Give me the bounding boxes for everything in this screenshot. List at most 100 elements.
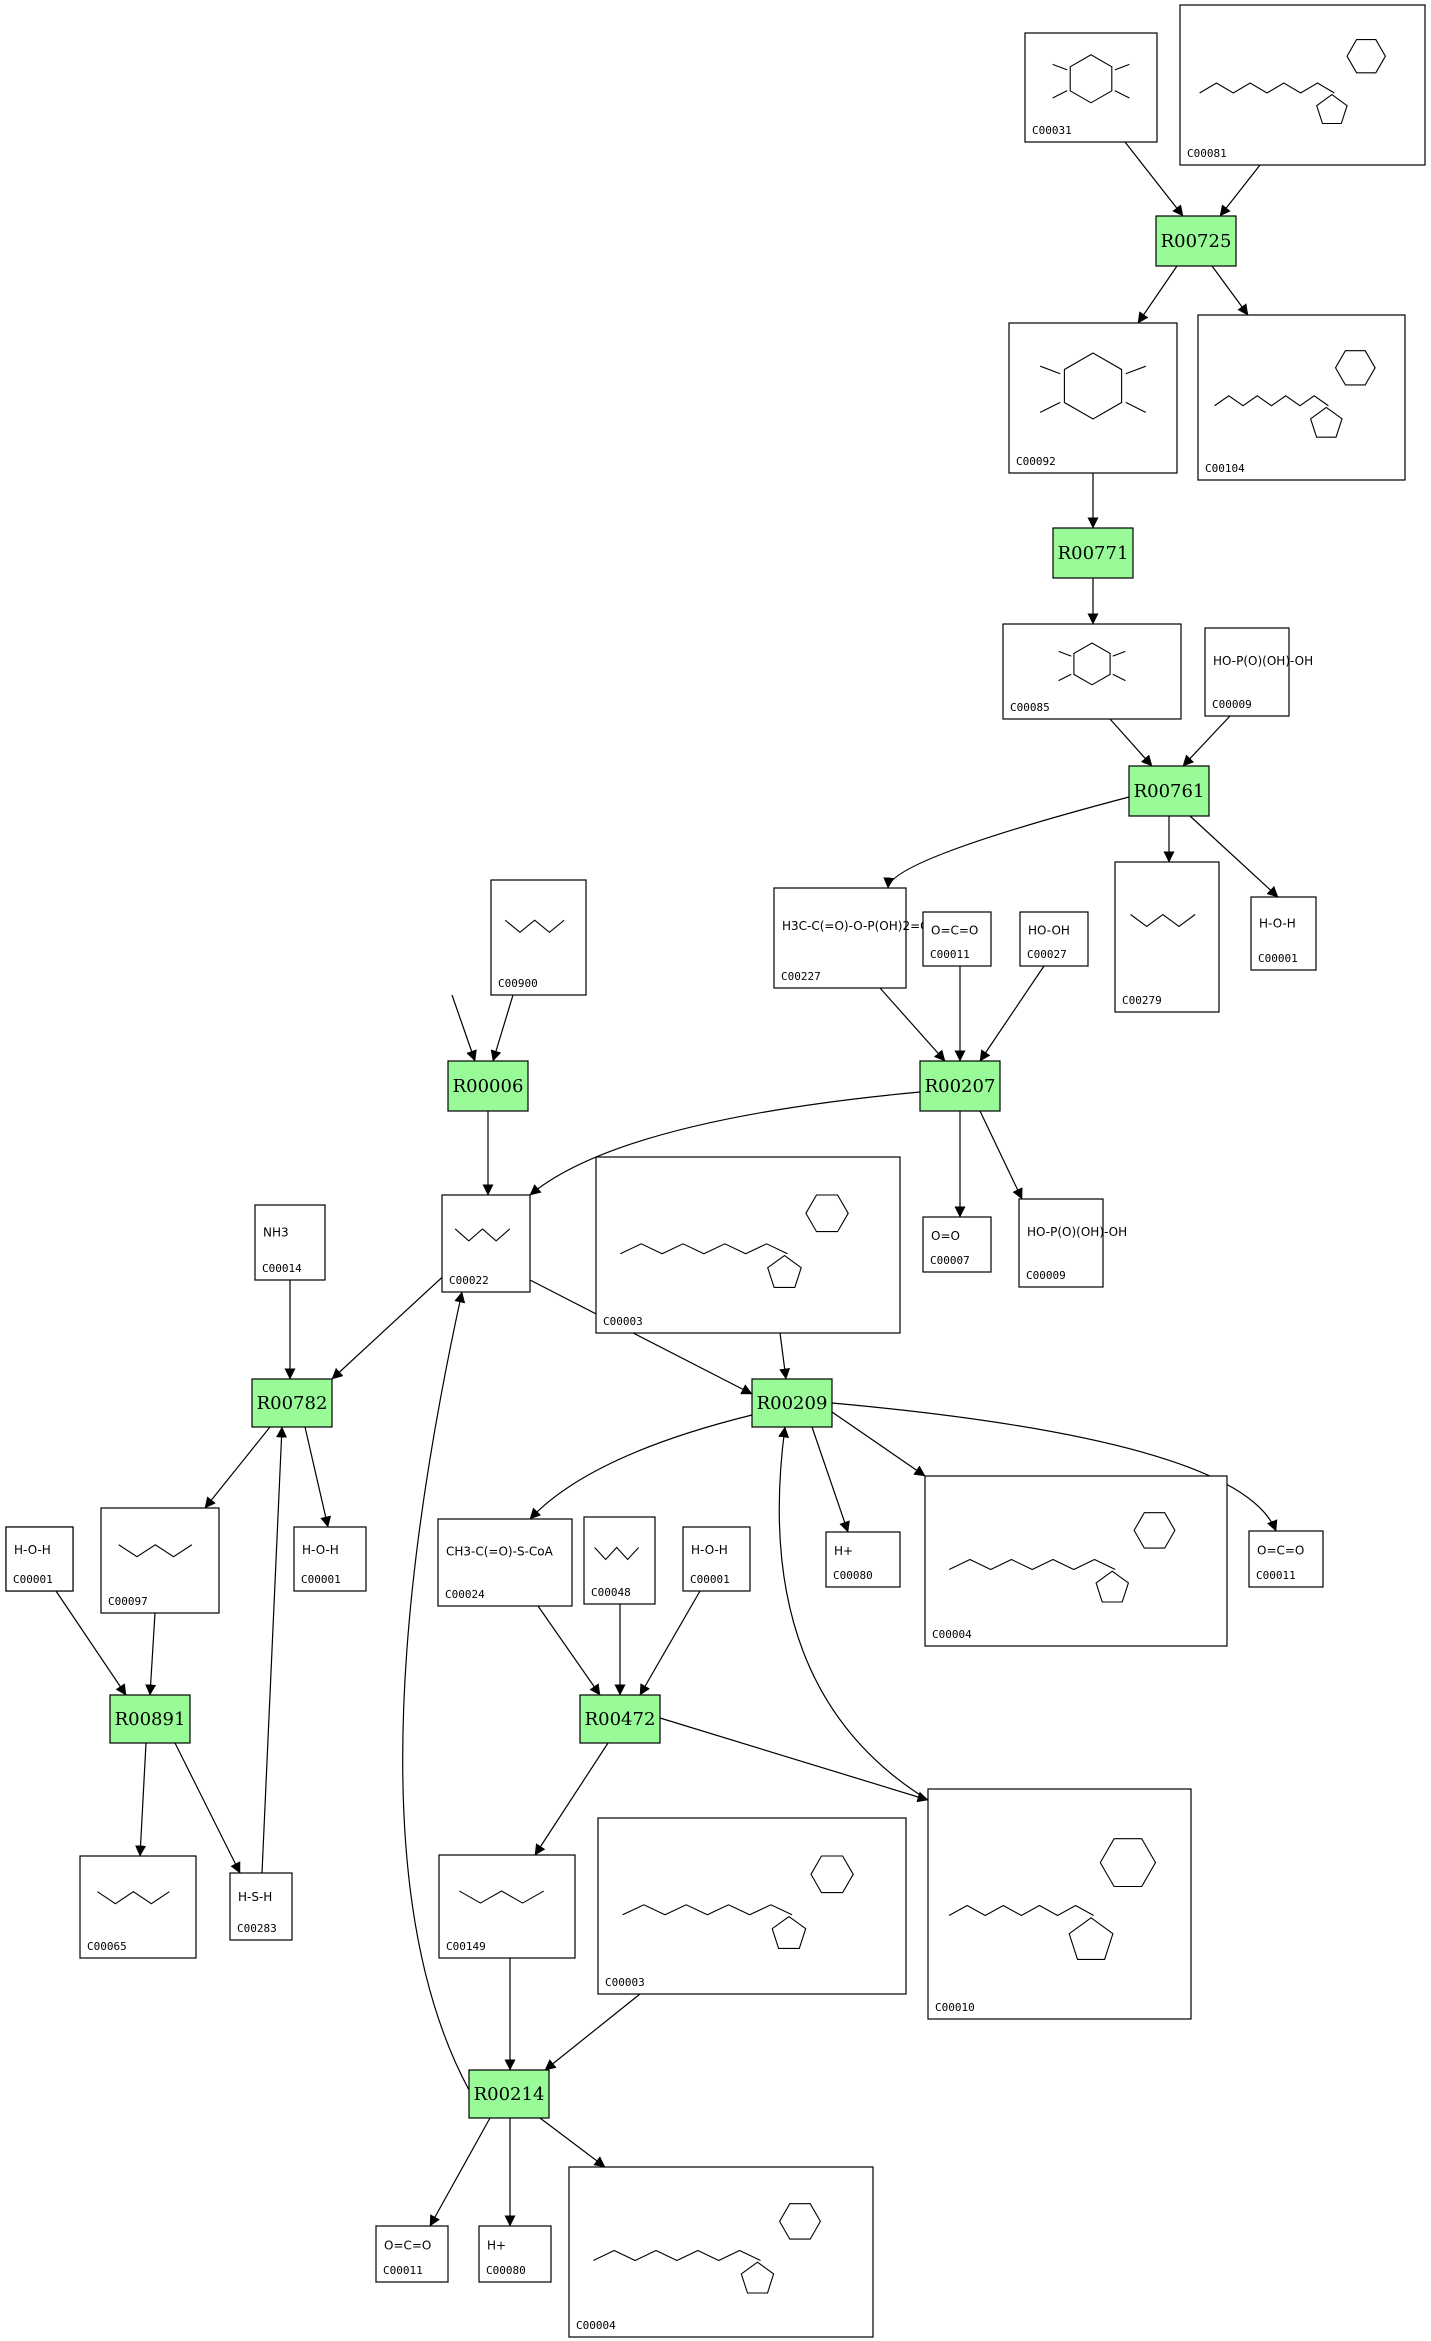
carbon-chain-icon (1130, 913, 1196, 928)
compound-node-c00900[interactable]: C00900 (490, 879, 587, 996)
purine-ring-icon (1346, 39, 1387, 74)
edge-r00209-to-c00080 (811, 1426, 850, 1533)
compound-id-label: C00031 (1032, 124, 1072, 137)
edge-c00022-to-r00209 (529, 1279, 753, 1395)
edge-r00761-to-c00001 (1189, 815, 1279, 898)
reaction-node-r00207[interactable]: R00207 (919, 1060, 1001, 1112)
reaction-node-r00006[interactable]: R00006 (447, 1060, 529, 1112)
edge-c00027-to-r00207 (979, 965, 1045, 1062)
compound-id-label: C00283 (237, 1922, 277, 1935)
carbon-chain-icon (594, 1546, 640, 1561)
compound-formula: H3C-C(=O)-O-P(OH)2=O (782, 919, 930, 933)
compound-node-c00022[interactable]: C00022 (441, 1194, 531, 1293)
reaction-node-r00782[interactable]: R00782 (251, 1378, 333, 1428)
compound-id-label: C00011 (1256, 1569, 1296, 1582)
compound-formula: H-O-H (691, 1543, 728, 1557)
compound-id-label: C00004 (576, 2319, 616, 2332)
reaction-id-label: R00207 (925, 1076, 996, 1097)
edge-c00097-to-r00891 (145, 1612, 157, 1696)
compound-node-c00104[interactable]: C00104 (1197, 314, 1406, 481)
carbon-chain-icon (454, 1228, 511, 1242)
phosphate-chain-icon (1214, 395, 1329, 407)
compound-node-c00003[interactable]: C00003 (597, 1817, 907, 1995)
purine-ring-icon (1334, 350, 1376, 386)
ring-structure-icon (1073, 642, 1111, 686)
compound-node-c00003[interactable]: C00003 (595, 1156, 901, 1334)
compound-node-c00092[interactable]: C00092 (1008, 322, 1178, 474)
compound-node-c00031[interactable]: C00031 (1024, 32, 1158, 143)
reaction-node-r00891[interactable]: R00891 (109, 1694, 191, 1744)
compound-id-label: C00001 (13, 1573, 53, 1586)
compound-node-c00010[interactable]: C00010 (927, 1788, 1192, 2020)
ribose-ring-icon (767, 1254, 802, 1288)
compound-formula: HO-P(O)(OH)-OH (1027, 1225, 1127, 1239)
reaction-id-label: R00771 (1058, 543, 1129, 564)
carbon-chain-icon (504, 919, 565, 933)
edge-r00761-to-c00227 (883, 796, 1130, 889)
ribose-ring-icon (1068, 1917, 1114, 1960)
compound-node-c00065[interactable]: C00065 (79, 1855, 197, 1959)
reaction-node-r00214[interactable]: R00214 (468, 2069, 550, 2119)
edge-c00001-to-r00891 (55, 1590, 127, 1696)
compound-id-label: C00027 (1027, 948, 1067, 961)
compound-node-c00081[interactable]: C00081 (1179, 4, 1426, 166)
compound-node-c00001[interactable]: H-O-H C00001 (682, 1526, 751, 1592)
compound-id-label: C00004 (932, 1628, 972, 1641)
compound-node-c00004[interactable]: C00004 (568, 2166, 874, 2338)
compound-node-c00097[interactable]: C00097 (100, 1507, 220, 1614)
purine-ring-icon (1133, 1512, 1176, 1549)
compound-id-label: C00097 (108, 1595, 148, 1608)
reaction-node-r00725[interactable]: R00725 (1155, 215, 1237, 267)
edge-r00891-to-c00065 (135, 1742, 147, 1857)
reaction-node-r00472[interactable]: R00472 (579, 1694, 661, 1744)
edge-r00214-to-c00022 (402, 1291, 470, 2091)
edge-r00209-to-c00024 (529, 1414, 753, 1520)
ribose-ring-icon (1309, 406, 1343, 438)
edge-r00207-to-c00009 (979, 1110, 1023, 1200)
edge-r00472-to-c00149 (534, 1742, 609, 1856)
reaction-node-r00209[interactable]: R00209 (751, 1378, 833, 1428)
compound-formula: HO-P(O)(OH)-OH (1213, 654, 1313, 668)
compound-id-label: C00024 (445, 1588, 485, 1601)
compound-node-c00080[interactable]: H+C00080 (478, 2225, 552, 2283)
compound-node-c00085[interactable]: C00085 (1002, 623, 1182, 720)
compound-formula: H-O-H (14, 1543, 51, 1557)
compound-id-label: C00003 (605, 1976, 645, 1989)
reaction-id-label: R00209 (757, 1393, 828, 1414)
edge-c00900-to-r00006 (490, 994, 514, 1062)
reaction-node-r00761[interactable]: R00761 (1128, 765, 1210, 817)
edge-r00472-to-c00010 (659, 1717, 929, 1803)
reaction-node-r00771[interactable]: R00771 (1052, 527, 1134, 579)
compound-node-c00004[interactable]: C00004 (924, 1475, 1228, 1647)
compound-id-label: C00001 (690, 1573, 730, 1586)
edge-r00207-to-c00022 (529, 1091, 921, 1196)
compound-node-c00001[interactable]: H-O-H C00001 (5, 1526, 74, 1592)
compound-node-c00279[interactable]: C00279 (1114, 861, 1220, 1013)
edge-r00214-to-c00011 (429, 2117, 491, 2227)
compound-id-label: C00104 (1205, 462, 1245, 475)
compound-id-label: C00080 (833, 1569, 873, 1582)
compound-id-label: C00014 (262, 1262, 302, 1275)
edge-c00003-to-r00214 (544, 1993, 641, 2071)
edge-r00782-to-c00097 (204, 1426, 271, 1509)
edge-c00001-to-r00472 (639, 1590, 701, 1696)
compound-node-c00149[interactable]: C00149 (438, 1854, 576, 1959)
ring-structure-icon (1063, 352, 1123, 420)
compound-id-label: C00022 (449, 1274, 489, 1287)
compound-node-c00080[interactable]: H+C00080 (825, 1531, 901, 1588)
compound-node-c00048[interactable]: C00048 (583, 1516, 656, 1605)
